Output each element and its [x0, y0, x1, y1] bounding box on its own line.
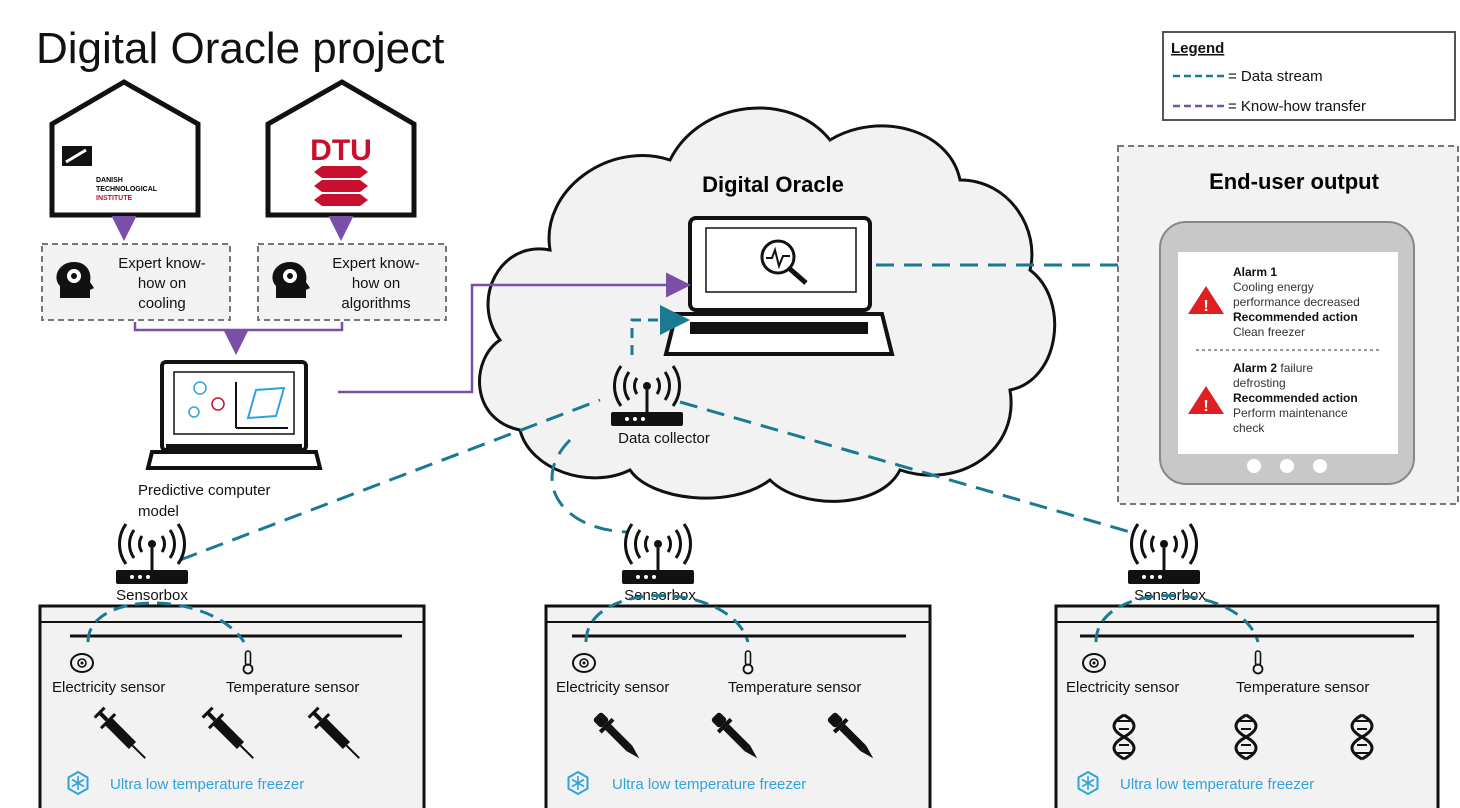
legend-heading: Legend — [1171, 40, 1224, 57]
analytics-magnifier-icon — [760, 239, 808, 285]
stream-sensorbox-2 — [550, 438, 629, 534]
stream-sensorbox-1 — [179, 398, 601, 562]
expert-algorithms-line-1: Expert know- — [332, 255, 420, 272]
alarm-2-action-1: Perform maintenance — [1233, 406, 1348, 420]
sensorbox-router — [620, 522, 696, 586]
expert-box-cooling: Expert know- how on cooling — [41, 243, 231, 321]
alarm-1-desc-2: performance decreased — [1233, 295, 1360, 309]
svg-text:!: ! — [1203, 298, 1208, 315]
predictive-model-line-1: Predictive computer — [138, 482, 271, 499]
temperature-sensor-label: Temperature sensor — [226, 679, 359, 696]
freezer-name: Ultra low temperature freezer — [1120, 776, 1314, 793]
predictive-model-line-2: model — [138, 503, 179, 520]
alarm-1-desc-1: Cooling energy — [1233, 280, 1314, 294]
expert-algorithms-line-2: how on — [352, 275, 400, 292]
dti-logo-line-1: DANISH — [96, 177, 123, 184]
alarm-1: ! Alarm 1 Cooling energy performance dec… — [1188, 265, 1360, 339]
freezer-name: Ultra low temperature freezer — [110, 776, 304, 793]
dti-logo-line-2: TECHNOLOGICAL — [96, 186, 158, 193]
sensor-wires — [1094, 594, 1260, 643]
sensorbox-router — [1126, 522, 1202, 586]
svg-text:Alarm 2 failure: Alarm 2 failure — [1233, 361, 1313, 375]
freezer-3: Sensorbox Electricity sensor Temperature… — [1054, 522, 1440, 808]
dtu-logo-mark — [314, 166, 368, 206]
electricity-sensor-label: Electricity sensor — [1066, 679, 1179, 696]
alarm-2-title-suffix: failure — [1277, 361, 1313, 375]
legend-know-how-label: = Know-how transfer — [1228, 98, 1366, 115]
alarm-1-title: Alarm 1 — [1233, 265, 1277, 279]
predictive-model-laptop — [145, 360, 323, 470]
expert-cooling-line-2: how on — [138, 275, 186, 292]
danish-technological-institute-house: DANISH TECHNOLOGICAL INSTITUTE — [49, 79, 201, 218]
page-title: Digital Oracle project — [36, 24, 444, 73]
cloud-title: Digital Oracle — [702, 172, 844, 197]
end-user-title: End-user output — [1209, 169, 1380, 194]
sensor-wires — [86, 601, 246, 643]
freezer-1: Sensorbox Electricity sensor Temperature… — [38, 522, 426, 808]
know-how-merge-line — [133, 322, 344, 332]
alarm-1-action: Clean freezer — [1233, 325, 1305, 339]
stream-sensorbox-3 — [679, 400, 1131, 534]
brain-head-icon — [56, 262, 94, 298]
end-user-panel: End-user output ! Alarm 1 Cooling energy… — [1117, 145, 1459, 505]
expert-box-algorithms: Expert know- how on algorithms — [257, 243, 447, 321]
warning-icon: ! — [1188, 386, 1224, 415]
freezer-2: Sensorbox Electricity sensor Temperature… — [544, 522, 932, 808]
electricity-sensor-label: Electricity sensor — [52, 679, 165, 696]
know-how-to-oracle-line — [338, 272, 691, 394]
expert-cooling-line-3: cooling — [138, 295, 186, 312]
svg-text:!: ! — [1203, 398, 1208, 415]
sensorbox-label: Sensorbox — [116, 587, 188, 604]
sensor-wires — [584, 594, 750, 643]
smartphone — [1159, 221, 1415, 485]
data-collector-label: Data collector — [618, 430, 710, 447]
warning-icon: ! — [1188, 286, 1224, 315]
dtu-logo-text: DTU — [310, 134, 372, 167]
brain-head-icon — [272, 262, 310, 298]
dtu-house: DTU — [265, 79, 417, 218]
dti-logo-line-3: INSTITUTE — [96, 195, 132, 202]
alarm-2-action-2: check — [1233, 421, 1265, 435]
alarm-2-title: Alarm 2 — [1233, 361, 1277, 375]
temperature-sensor-label: Temperature sensor — [1236, 679, 1369, 696]
expert-cooling-line-1: Expert know- — [118, 255, 206, 272]
temperature-sensor-label: Temperature sensor — [728, 679, 861, 696]
collector-to-oracle-stream — [630, 305, 690, 355]
alarm-1-action-title: Recommended action — [1233, 310, 1358, 324]
alarm-2: ! Alarm 2 failure defrosting Recommended… — [1188, 361, 1358, 435]
alarm-2-action-title: Recommended action — [1233, 391, 1358, 405]
freezer-name: Ultra low temperature freezer — [612, 776, 806, 793]
alarm-2-desc-1: defrosting — [1233, 376, 1286, 390]
electricity-sensor-label: Electricity sensor — [556, 679, 669, 696]
oracle-laptop — [663, 216, 895, 356]
expert-algorithms-line-3: algorithms — [341, 295, 410, 312]
legend-data-stream-label: = Data stream — [1228, 68, 1323, 85]
sensorbox-router — [114, 522, 190, 586]
legend: Legend = Data stream = Know-how transfer — [1162, 31, 1456, 121]
